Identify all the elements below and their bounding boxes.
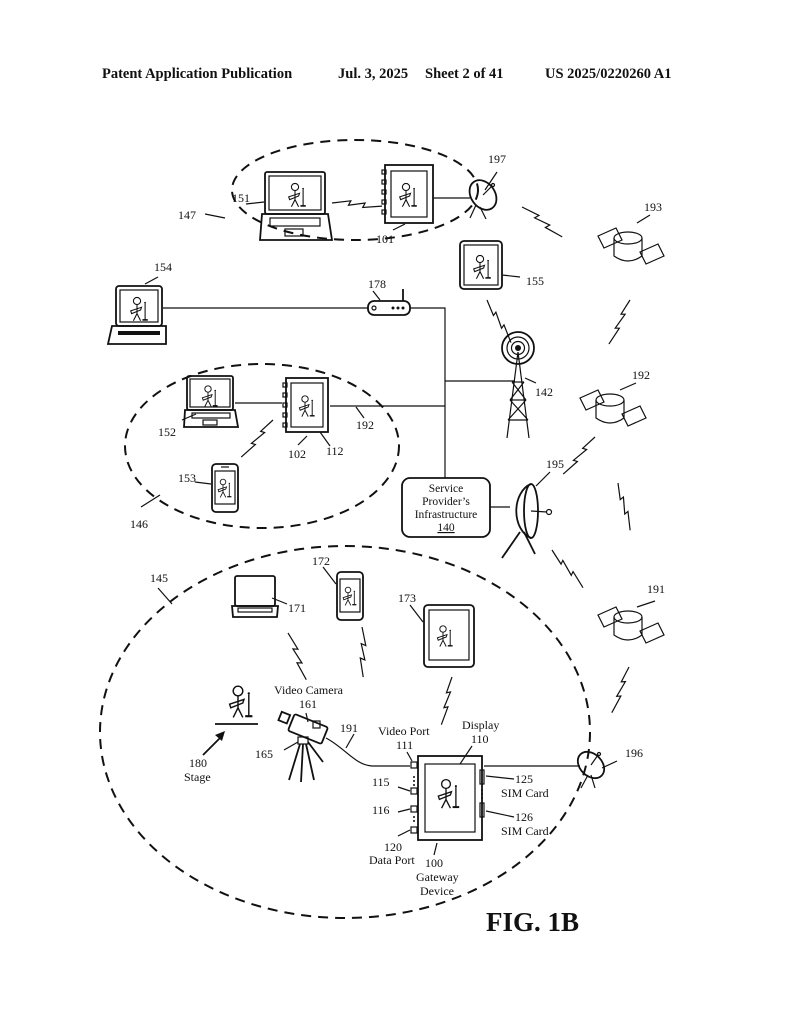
infra-line-1: Service [429, 483, 463, 495]
sim-125-label: SIM Card [501, 786, 549, 800]
display-label: Display [462, 718, 499, 732]
phone-153-ref: 153 [178, 471, 196, 485]
laptop-154-ref: 154 [154, 260, 172, 274]
video-port-label: Video Port [378, 724, 430, 738]
cable-191-ref: 191 [340, 721, 358, 735]
satellite-192-icon [579, 389, 647, 427]
satellite-dish-195-icon [501, 483, 553, 559]
group-146-label: 146 [130, 517, 148, 531]
publication-date: Jul. 3, 2025 [338, 66, 409, 82]
satellite-191-ref: 191 [647, 582, 665, 596]
laptop-152-ref: 152 [158, 425, 176, 439]
laptop-151-icon [259, 171, 334, 241]
group-147-label: 147 [178, 208, 196, 222]
data-port-ref: 120 [384, 840, 402, 854]
satellite-dish-197-icon [468, 179, 498, 220]
figure-title: FIG. 1B [486, 907, 579, 937]
dish-195-ref: 195 [546, 457, 564, 471]
sim-126-label: SIM Card [501, 824, 549, 838]
tripod-165-icon [288, 736, 324, 783]
cell-tower-142-icon [501, 331, 535, 439]
tablet-155-icon [459, 240, 503, 290]
tablet-155-ref: 155 [526, 274, 544, 288]
gateway-102-icon [282, 377, 329, 433]
phone-172-icon [336, 571, 364, 621]
gateway-device-ref: 100 [425, 856, 443, 870]
port-115-ref: 115 [372, 775, 390, 789]
phone-153-icon [211, 463, 239, 513]
router-178-ref: 178 [368, 277, 386, 291]
tripod-165-ref: 165 [255, 747, 273, 761]
dish-197-ref: 197 [488, 152, 506, 166]
stage-ref: 180 [189, 756, 207, 770]
dish-196-ref: 196 [625, 746, 643, 760]
infra-line-3: Infrastructure [415, 509, 478, 521]
stage-arrow-icon [202, 735, 223, 756]
group-145-boundary [99, 545, 591, 919]
stage-label: Stage [184, 770, 211, 784]
satellite-191-icon [597, 606, 665, 644]
gateway-101-icon [381, 164, 434, 224]
display-ref: 110 [471, 732, 489, 746]
video-cable-191 [325, 737, 410, 767]
video-port-ref: 111 [396, 738, 413, 752]
laptop-152-icon [183, 375, 240, 428]
port-116-ref: 116 [372, 803, 390, 817]
link-192-ref: 192 [356, 418, 374, 432]
gateway-device-100-icon [410, 755, 485, 841]
display-112-ref: 112 [326, 444, 344, 458]
stage-performer-icon [215, 685, 258, 725]
laptop-154-icon [106, 285, 167, 345]
infra-ref-140: 140 [437, 522, 455, 534]
video-camera-label: Video Camera [274, 683, 344, 697]
tablet-173-icon [423, 604, 475, 668]
laptop-151-ref: 151 [232, 191, 250, 205]
phone-172-ref: 172 [312, 554, 330, 568]
gateway-101-ref: 101 [376, 232, 394, 246]
satellite-192-ref: 192 [632, 368, 650, 382]
publication-type: Patent Application Publication [102, 66, 293, 82]
sim-125-ref: 125 [515, 772, 533, 786]
data-port-label: Data Port [369, 853, 415, 867]
group-146-boundary [124, 363, 400, 529]
satellite-193-ref: 193 [644, 200, 662, 214]
gateway-device-label-2: Device [420, 884, 454, 898]
satellite-193-icon [597, 227, 665, 265]
satellite-dish-196-icon [576, 750, 606, 789]
sheet-number: Sheet 2 of 41 [425, 66, 504, 82]
backbone-link [410, 307, 446, 478]
tower-142-ref: 142 [535, 385, 553, 399]
laptop-171-ref: 171 [288, 601, 306, 615]
gateway-device-label-1: Gateway [416, 870, 459, 884]
patent-number: US 2025/0220260 A1 [545, 66, 672, 82]
tablet-173-ref: 173 [398, 591, 416, 605]
video-camera-161-icon [277, 710, 329, 745]
gateway-102-ref: 102 [288, 447, 306, 461]
laptop-171-icon [231, 575, 279, 618]
group-145-label: 145 [150, 571, 168, 585]
video-camera-ref: 161 [299, 697, 317, 711]
group-147-boundary [231, 139, 479, 241]
infra-line-2: Provider’s [422, 496, 470, 508]
sim-126-ref: 126 [515, 810, 533, 824]
